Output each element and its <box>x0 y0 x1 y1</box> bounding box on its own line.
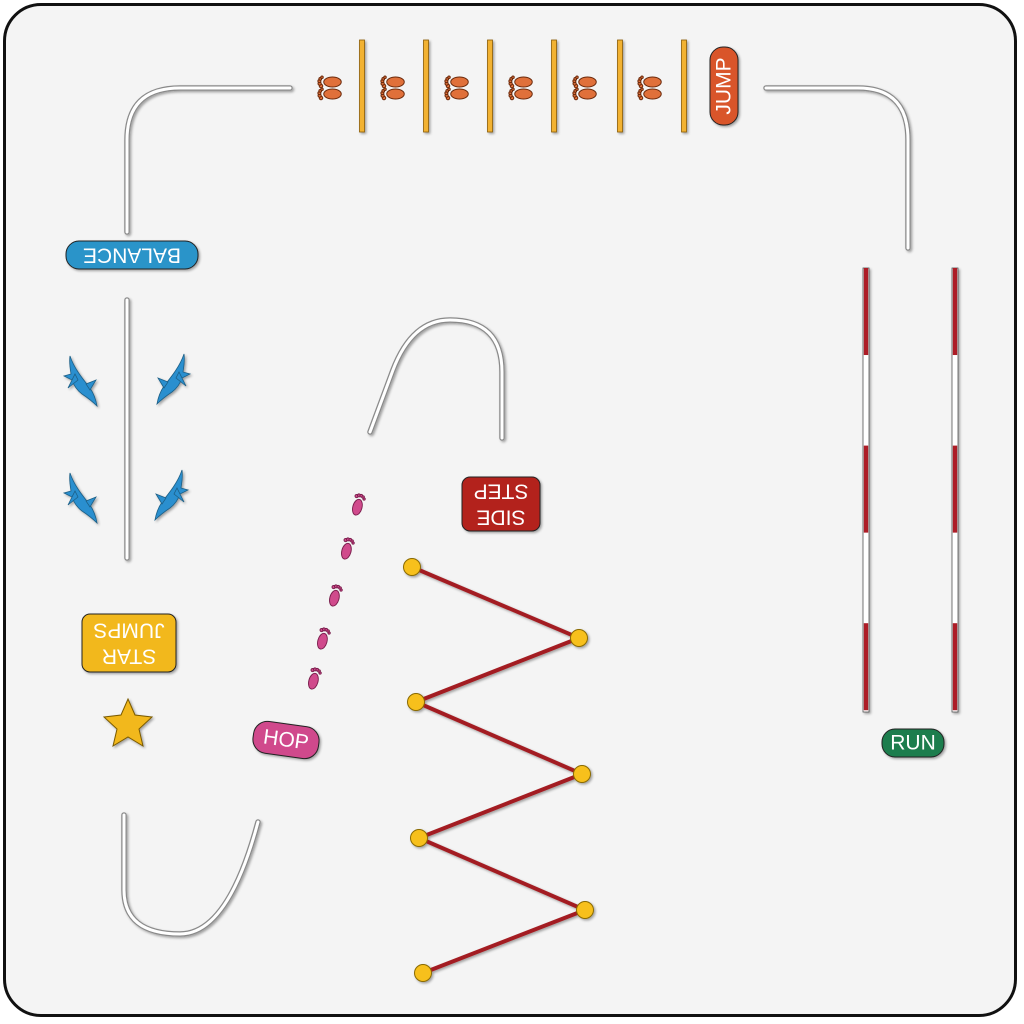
cone-dot-icon <box>570 629 588 647</box>
double-footprint-icon <box>508 75 533 101</box>
course-path-outline <box>763 85 911 251</box>
jump-bar <box>681 39 687 133</box>
double-footprint-icon <box>317 75 342 101</box>
jump-bar <box>423 39 429 133</box>
side-step-label-line2: STEP <box>474 480 529 503</box>
double-footprint-icon <box>637 75 662 101</box>
jump-hurdle-bars <box>359 39 687 133</box>
hop-badge: HOP <box>252 720 320 760</box>
single-footprint-icon <box>314 626 332 652</box>
jump-badge: JUMP <box>709 46 739 126</box>
run-label: RUN <box>890 732 936 755</box>
side-step-zigzag <box>403 558 594 982</box>
course-path-outline <box>121 812 261 937</box>
shark-icon <box>63 472 98 524</box>
run-badge: RUN <box>881 728 945 758</box>
run-pole-stripe <box>952 623 958 711</box>
jump-bar <box>551 39 557 133</box>
side-step-label-line1: SIDE <box>476 506 525 529</box>
cone-dot-icon <box>403 558 421 576</box>
course-path <box>764 86 910 250</box>
double-footprint-icon <box>380 75 405 101</box>
single-footprint-icon <box>326 583 344 609</box>
star-icon <box>102 697 154 748</box>
jump-bar <box>359 39 365 133</box>
course-path <box>122 813 260 936</box>
hop-footprints <box>305 492 367 692</box>
jump-bar <box>487 39 493 133</box>
course-paths <box>121 85 911 937</box>
run-pole-stripe <box>952 445 958 533</box>
double-footprint-icon <box>572 75 597 101</box>
zigzag-line <box>410 565 591 975</box>
single-footprint-icon <box>305 666 323 692</box>
jump-bar <box>617 39 623 133</box>
single-footprint-icon <box>338 536 356 562</box>
shark-icon <box>156 353 191 405</box>
shark-icon <box>154 469 189 521</box>
shark-icon <box>63 355 98 407</box>
run-lane-poles <box>862 267 959 713</box>
run-pole-stripe <box>952 268 958 356</box>
cone-dot-icon <box>407 693 425 711</box>
double-footprint-icon <box>444 75 469 101</box>
course-path <box>368 318 504 440</box>
course-path <box>125 86 292 234</box>
cone-dot-icon <box>573 765 591 783</box>
run-pole-stripe <box>863 268 869 356</box>
cone-dot-icon <box>410 829 428 847</box>
star-jumps-badge: STAR JUMPS <box>81 613 177 673</box>
star-jumps-label-line1: STAR <box>102 645 156 668</box>
star-jumps-label-line2: JUMPS <box>93 619 164 642</box>
cone-dot-icon <box>414 964 432 982</box>
run-pole-stripe <box>863 445 869 533</box>
side-step-badge: SIDE STEP <box>461 476 541 532</box>
jump-label: JUMP <box>713 57 736 114</box>
course-path-outline <box>124 85 293 235</box>
balance-label: BALANCE <box>83 244 181 267</box>
cone-dot-icon <box>576 901 594 919</box>
single-footprint-icon <box>349 492 367 518</box>
run-pole-stripe <box>863 623 869 711</box>
balance-badge: BALANCE <box>65 240 199 270</box>
